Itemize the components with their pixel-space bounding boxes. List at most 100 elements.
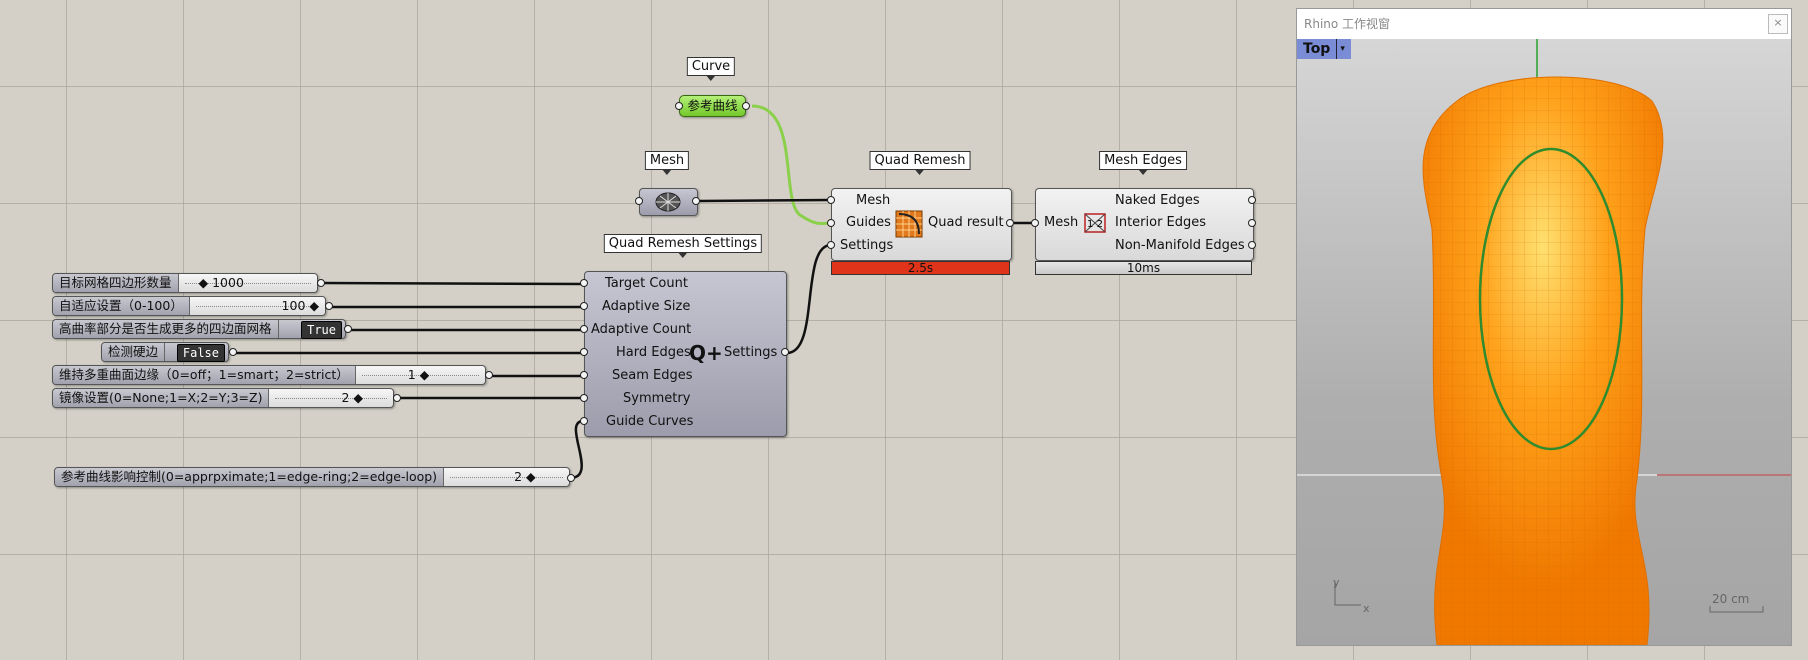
slider-symmetry-port[interactable] bbox=[393, 394, 401, 402]
slider-seam-edges-value: 1 ◆ bbox=[407, 367, 430, 382]
qr-port-settings[interactable] bbox=[827, 241, 835, 249]
me-port-naked[interactable] bbox=[1248, 196, 1256, 204]
me-port-nonmanifold[interactable] bbox=[1248, 241, 1256, 249]
slider-symmetry[interactable]: 镜像设置(0=None;1=X;2=Y;3=Z) 2 ◆ bbox=[52, 388, 394, 408]
curve-in-port[interactable] bbox=[675, 102, 683, 110]
quad-remesh-component[interactable]: Mesh Guides Settings Quad result bbox=[831, 188, 1012, 261]
slider-guide-curves-number: 2 bbox=[514, 469, 523, 484]
chevron-down-icon[interactable]: ▾ bbox=[1336, 39, 1345, 59]
toggle-adaptive-count-port[interactable] bbox=[344, 325, 352, 333]
slider-target-count-track[interactable]: ◆ 1000 bbox=[178, 274, 317, 292]
toggle-hard-edges-track[interactable]: False bbox=[165, 343, 228, 362]
toggle-hard-edges[interactable]: 检测硬边 False bbox=[101, 342, 229, 362]
mesh-edges-component[interactable]: Mesh 1 2 Naked Edges Interior Edges Non-… bbox=[1035, 188, 1254, 261]
curve-param[interactable]: 参考曲线 bbox=[679, 95, 746, 117]
qrs-port-symmetry[interactable] bbox=[580, 394, 588, 402]
mesh-in-port[interactable] bbox=[635, 197, 643, 205]
qrs-port-adaptive-size[interactable] bbox=[580, 302, 588, 310]
qr-port-guides[interactable] bbox=[827, 219, 835, 227]
me-port-mesh[interactable] bbox=[1031, 219, 1039, 227]
qrs-port-adaptive-count[interactable] bbox=[580, 325, 588, 333]
slider-guide-curves-value: 2 ◆ bbox=[514, 469, 536, 484]
slider-adaptive-size-number: 100 bbox=[281, 298, 306, 313]
mesh-edges-time: 10ms bbox=[1035, 261, 1252, 275]
quad-remesh-settings-icon: Q+ bbox=[689, 341, 723, 365]
qrs-port-seam-edges[interactable] bbox=[580, 371, 588, 379]
toggle-adaptive-count-name: 高曲率部分是否生成更多的四边面网格 bbox=[53, 320, 279, 338]
qrs-input-adaptive-size: Adaptive Size bbox=[602, 299, 691, 314]
slider-target-count-value: ◆ 1000 bbox=[198, 275, 244, 290]
guide-curve bbox=[1478, 147, 1624, 451]
me-output-nonmanifold: Non-Manifold Edges bbox=[1115, 238, 1245, 253]
axis-gizmo-icon bbox=[1334, 581, 1361, 606]
slider-adaptive-size-port[interactable] bbox=[325, 302, 333, 310]
curve-out-port[interactable] bbox=[742, 102, 750, 110]
qr-output-result: Quad result bbox=[928, 215, 1004, 230]
quad-remesh-time: 2.5s bbox=[831, 261, 1010, 275]
qrs-input-adaptive-count: Adaptive Count bbox=[591, 322, 692, 337]
mesh-edges-tag: Mesh Edges bbox=[1099, 151, 1187, 175]
scale-label: 20 cm bbox=[1712, 592, 1750, 606]
view-name: Top bbox=[1303, 41, 1331, 57]
slider-symmetry-name: 镜像设置(0=None;1=X;2=Y;3=Z) bbox=[53, 389, 270, 407]
toggle-adaptive-count-track[interactable]: True bbox=[278, 320, 345, 339]
slider-target-count-number: 1000 bbox=[212, 275, 244, 290]
qr-input-settings: Settings bbox=[840, 238, 894, 253]
toggle-hard-edges-name: 检测硬边 bbox=[102, 343, 166, 361]
axis-x-label: x bbox=[1363, 602, 1370, 615]
me-input-mesh: Mesh bbox=[1044, 215, 1079, 230]
mesh-tag: Mesh bbox=[644, 151, 690, 175]
qr-settings-component[interactable]: Target Count Adaptive Size Adaptive Coun… bbox=[584, 271, 787, 437]
toggle-hard-edges-port[interactable] bbox=[229, 348, 237, 356]
toggle-hard-edges-value[interactable]: False bbox=[176, 344, 225, 362]
qr-input-mesh: Mesh bbox=[856, 193, 891, 208]
slider-seam-edges-port[interactable] bbox=[485, 371, 493, 379]
slider-symmetry-track[interactable]: 2 ◆ bbox=[269, 389, 393, 407]
slider-symmetry-value: 2 ◆ bbox=[341, 390, 364, 405]
slider-adaptive-size-track[interactable]: 100 ◆ bbox=[189, 297, 325, 315]
slider-seam-edges-track[interactable]: 1 ◆ bbox=[355, 366, 485, 384]
qrs-input-seam-edges: Seam Edges bbox=[612, 368, 693, 383]
quad-remesh-tag: Quad Remesh bbox=[869, 151, 971, 175]
slider-target-count-name: 目标网格四边形数量 bbox=[53, 274, 179, 292]
qrs-port-target-count[interactable] bbox=[580, 279, 588, 287]
qrs-port-guide-curves[interactable] bbox=[580, 417, 588, 425]
me-port-interior[interactable] bbox=[1248, 219, 1256, 227]
slider-seam-edges[interactable]: 维持多重曲面边缘（0=off；1=smart；2=strict） 1 ◆ bbox=[52, 365, 486, 385]
qr-port-result[interactable] bbox=[1006, 219, 1014, 227]
slider-target-count[interactable]: 目标网格四边形数量 ◆ 1000 bbox=[52, 273, 318, 293]
slider-guide-curves-port[interactable] bbox=[567, 474, 575, 482]
mesh-param[interactable] bbox=[639, 188, 698, 216]
viewport-view-tab[interactable]: Top ▾ bbox=[1297, 39, 1351, 59]
qrs-port-hard-edges[interactable] bbox=[580, 348, 588, 356]
qr-port-mesh[interactable] bbox=[827, 196, 835, 204]
slider-guide-curves[interactable]: 参考曲线影响控制(0=apprpximate;1=edge-ring;2=edg… bbox=[54, 467, 570, 487]
slider-seam-edges-name: 维持多重曲面边缘（0=off；1=smart；2=strict） bbox=[53, 366, 356, 384]
slider-adaptive-size-name: 自适应设置（0-100） bbox=[53, 297, 190, 315]
mesh-edges-icon: 1 2 bbox=[1084, 213, 1106, 233]
slider-guide-curves-name: 参考曲线影响控制(0=apprpximate;1=edge-ring;2=edg… bbox=[55, 468, 445, 486]
mesh-icon bbox=[655, 192, 681, 212]
qr-input-guides: Guides bbox=[846, 215, 891, 230]
me-output-naked: Naked Edges bbox=[1115, 193, 1200, 208]
close-icon[interactable]: × bbox=[1768, 14, 1788, 34]
toggle-adaptive-count-value[interactable]: True bbox=[301, 321, 342, 339]
viewport-titlebar[interactable]: Rhino 工作视窗 × bbox=[1297, 9, 1791, 39]
scale-bar bbox=[1709, 606, 1764, 613]
qr-settings-tag: Quad Remesh Settings bbox=[603, 234, 763, 258]
qrs-input-target-count: Target Count bbox=[605, 276, 688, 291]
slider-target-count-port[interactable] bbox=[317, 279, 325, 287]
me-output-interior: Interior Edges bbox=[1115, 215, 1207, 230]
quad-remesh-icon bbox=[895, 210, 923, 238]
qrs-port-settings-out[interactable] bbox=[781, 348, 789, 356]
slider-adaptive-size[interactable]: 自适应设置（0-100） 100 ◆ bbox=[52, 296, 326, 316]
mesh-out-port[interactable] bbox=[692, 197, 700, 205]
axis-y-label: y bbox=[1333, 576, 1340, 589]
mesh-render bbox=[1297, 39, 1791, 645]
toggle-adaptive-count[interactable]: 高曲率部分是否生成更多的四边面网格 True bbox=[52, 319, 346, 339]
rhino-viewport-window[interactable]: Rhino 工作视窗 × Top ▾ bbox=[1296, 8, 1792, 646]
qrs-input-symmetry: Symmetry bbox=[623, 391, 691, 406]
viewport-scene[interactable]: Top ▾ y x 20 cm bbox=[1297, 39, 1791, 645]
slider-guide-curves-track[interactable]: 2 ◆ bbox=[444, 468, 569, 486]
svg-text:1 2: 1 2 bbox=[1087, 219, 1103, 230]
